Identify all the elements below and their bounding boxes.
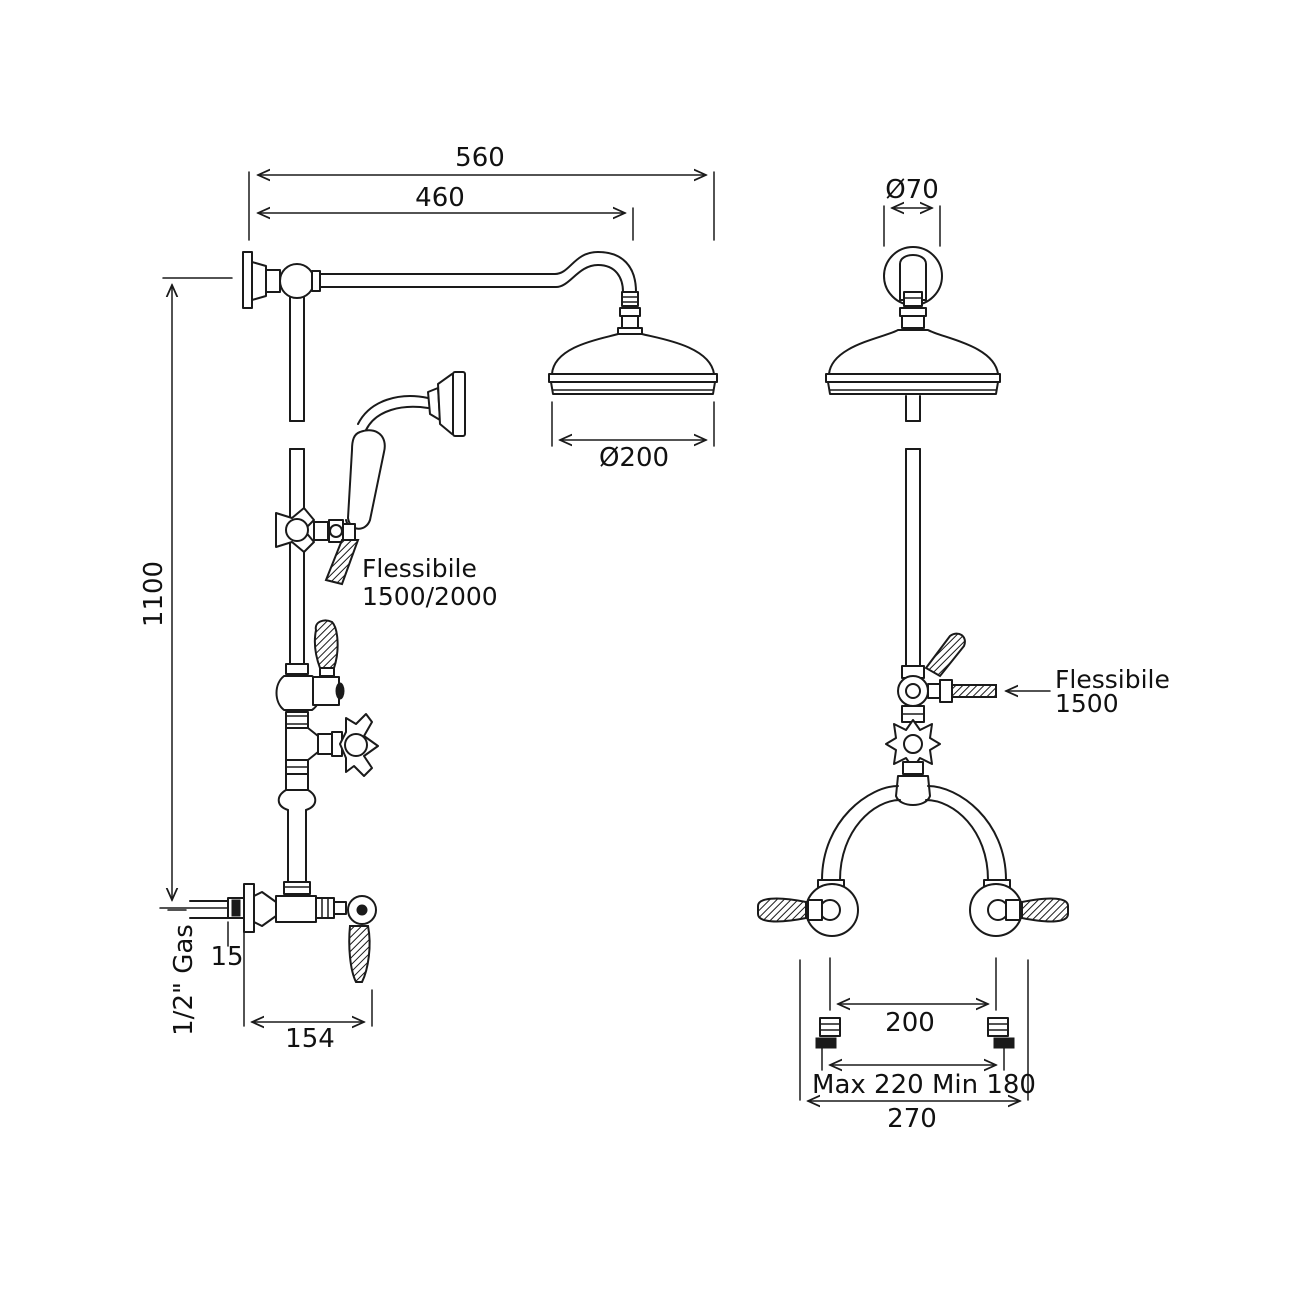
dim-center-range: Max 220 Min 180 [812, 1047, 1036, 1100]
side-valve-right [969, 879, 1069, 937]
side-valve-left [757, 879, 859, 937]
dim-inlet-offset: 15 [210, 921, 245, 1027]
dim-arm-reach-label: 460 [415, 183, 465, 213]
dim-overall-height-label: 1100 [139, 561, 169, 627]
bottom-valve [227, 883, 377, 983]
dim-head-diameter: Ø200 [551, 401, 715, 473]
dim-head-diameter-label: Ø200 [599, 443, 669, 473]
dim-outer-width-label: 270 [887, 1104, 937, 1134]
dim-valve-projection: 154 [252, 989, 373, 1054]
lower-riser [277, 773, 317, 895]
shower-head-side [825, 329, 1001, 395]
wall-rose [883, 246, 943, 329]
diverter-knob [313, 619, 339, 677]
dim-center-range-label: Max 220 Min 180 [812, 1070, 1036, 1100]
inlet-stub [167, 900, 229, 919]
dim-outer-width: 270 [799, 959, 1029, 1134]
dim-centers-label: 200 [885, 1008, 935, 1038]
dim-rose-diameter-label: Ø70 [885, 175, 939, 205]
side-diverter [897, 632, 997, 723]
hose-front-label-line1: Flessibile [362, 554, 477, 583]
dim-rose-diameter: Ø70 [883, 175, 941, 247]
hose-side-label-line1: Flessibile [1055, 665, 1170, 694]
side-view: Ø70 [757, 175, 1170, 1134]
dim-valve-projection-label: 154 [285, 1024, 335, 1054]
hand-shower [345, 371, 466, 539]
riser-pipe-lower [289, 448, 305, 669]
hose-stub-front [324, 539, 360, 586]
hose-slider-bracket [275, 507, 356, 553]
top-wall-bracket [242, 251, 321, 309]
dim-centers: 200 [829, 957, 997, 1038]
diverter-body [275, 663, 345, 729]
dim-connection-label: 1/2" Gas [169, 924, 199, 1036]
riser-pipe-upper [289, 296, 305, 422]
hose-side-label-line2: 1500 [1055, 689, 1119, 718]
front-view: 560 460 1100 [139, 143, 718, 1054]
side-riser [905, 395, 921, 667]
dim-overall-width: 560 [248, 143, 715, 241]
dim-overall-width-label: 560 [455, 143, 505, 173]
dim-overall-height: 1100 [139, 277, 233, 909]
side-cross-handle [885, 719, 941, 775]
dim-arm-reach: 460 [258, 183, 634, 241]
shower-head-front [548, 333, 718, 395]
shut-off-valve [285, 713, 379, 777]
side-u-bend [821, 775, 1007, 881]
head-connector [617, 291, 643, 335]
dim-inlet-offset-label: 15 [210, 942, 243, 972]
shower-arm [319, 251, 637, 293]
hose-front-label-line2: 1500/2000 [362, 582, 498, 611]
